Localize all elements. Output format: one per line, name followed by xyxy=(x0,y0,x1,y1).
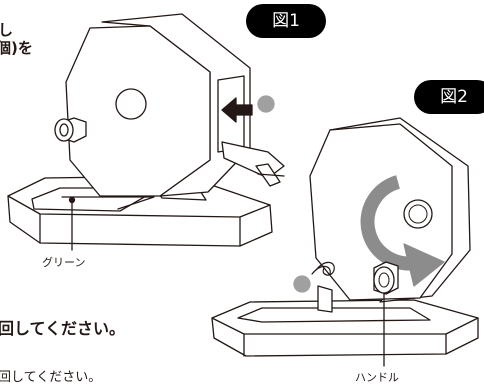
ball-icon xyxy=(257,95,275,113)
handle-label: ハンドル xyxy=(355,371,399,384)
figure-2-badge: 図2 xyxy=(414,80,484,114)
circular-arrow-icon xyxy=(360,175,445,287)
instruction-line-4: 回してください。 xyxy=(0,370,102,385)
ball-icon-2 xyxy=(293,275,311,293)
arrow-left-icon xyxy=(221,97,253,123)
figure-1-machine xyxy=(7,13,285,247)
instruction-line-3: 回してください。 xyxy=(0,319,126,338)
handle-icon xyxy=(373,261,399,295)
figure-2-machine xyxy=(211,117,479,357)
instruction-line-1: し xyxy=(0,21,14,39)
instruction-line-2: 個)を xyxy=(0,39,33,57)
green-label: グリーン xyxy=(42,256,86,269)
figure-1-badge: 図1 xyxy=(246,4,326,38)
